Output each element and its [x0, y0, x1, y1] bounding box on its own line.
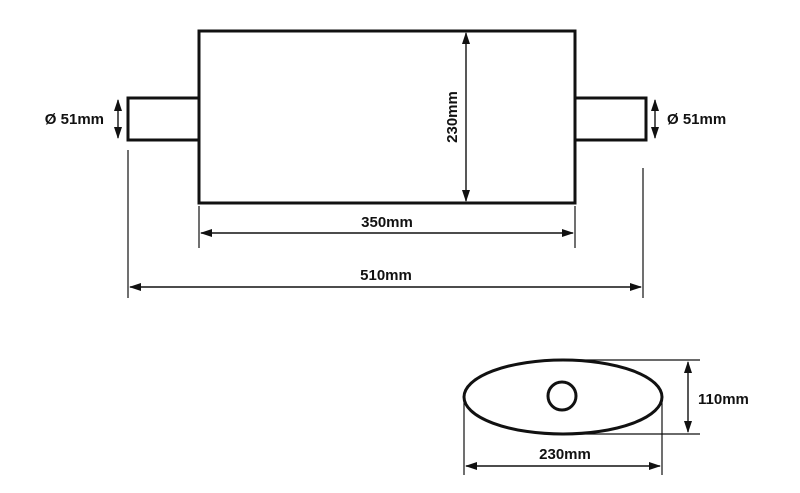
inlet-pipe	[126, 96, 202, 142]
oval-width-label: 230mm	[539, 446, 591, 463]
end-pipe-hole	[546, 380, 578, 412]
outlet-pipe	[572, 96, 648, 142]
oval-height-label: 110mm	[698, 391, 749, 408]
right-diameter-label: Ø 51mm	[667, 111, 726, 128]
overall-length-label: 510mm	[360, 267, 412, 284]
body-height-label: 230mm	[444, 91, 461, 143]
left-diameter-label: Ø 51mm	[45, 111, 104, 128]
muffler-body	[197, 29, 577, 205]
body-length-label: 350mm	[361, 214, 413, 231]
